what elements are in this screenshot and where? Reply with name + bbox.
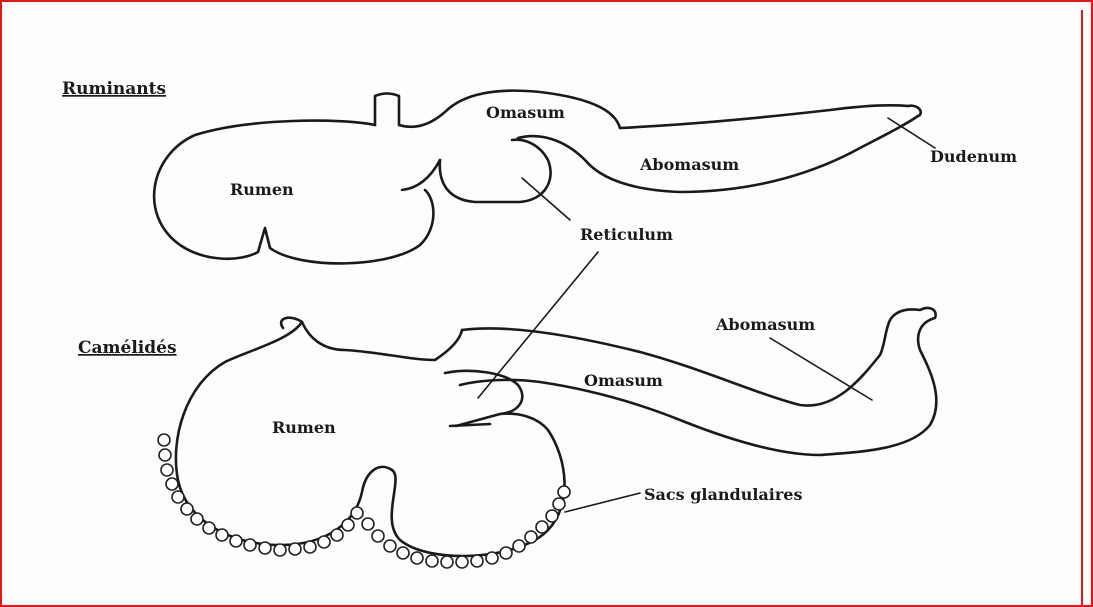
- camelid-glandular-sacs: [158, 434, 570, 568]
- glandular-sac: [471, 555, 483, 567]
- glandular-sac: [230, 535, 242, 547]
- glandular-sac: [203, 522, 215, 534]
- camelid-abomasum-pointer: [770, 338, 872, 400]
- glandular-sac: [172, 491, 184, 503]
- sacs-glandulaires-label: Sacs glandulaires: [644, 485, 802, 504]
- glandular-sac: [513, 540, 525, 552]
- camelides-heading: Camélidés: [78, 338, 177, 358]
- ruminant-rumen-label: Rumen: [230, 180, 294, 199]
- glandular-sac: [351, 507, 363, 519]
- ruminants-heading: Ruminants: [62, 79, 166, 99]
- camelid-reticulum-lip: [450, 424, 490, 426]
- glandular-sac: [274, 544, 286, 556]
- glandular-sac: [159, 449, 171, 461]
- camelid-rumen-label: Rumen: [272, 418, 336, 437]
- ruminant-rumen-fold: [402, 160, 440, 190]
- ruminant-rumen-outline: [154, 121, 433, 264]
- glandular-sac: [553, 498, 565, 510]
- glandular-sac: [158, 434, 170, 446]
- glandular-sac: [244, 539, 256, 551]
- glandular-sac: [372, 530, 384, 542]
- reticulum-label: Reticulum: [580, 225, 673, 244]
- glandular-sac: [411, 552, 423, 564]
- glandular-sac: [500, 547, 512, 559]
- ruminant-reticulum-outline: [440, 140, 551, 202]
- glandular-sac: [546, 510, 558, 522]
- ruminant-dudenum-label: Dudenum: [930, 147, 1017, 166]
- glandular-sac: [558, 486, 570, 498]
- ruminant-dudenum-pointer: [888, 118, 935, 148]
- glandular-sac: [525, 531, 537, 543]
- glandular-sac: [426, 555, 438, 567]
- glandular-sac: [318, 536, 330, 548]
- glandular-sac: [181, 503, 193, 515]
- glandular-sac: [289, 543, 301, 555]
- ruminant-abomasum-top: [620, 105, 908, 128]
- glandular-sac: [536, 521, 548, 533]
- glandular-sac: [441, 556, 453, 568]
- glandular-sac: [216, 529, 228, 541]
- ruminant-abomasum-label: Abomasum: [639, 155, 739, 174]
- ruminant-reticulum-pointer: [522, 178, 570, 220]
- ruminant-omasum-label: Omasum: [486, 103, 565, 122]
- camelid-abomasum-label: Abomasum: [715, 315, 815, 334]
- camelid-stomach: [158, 252, 936, 568]
- glandular-sac: [362, 518, 374, 530]
- glandular-sac: [486, 552, 498, 564]
- glandular-sac: [161, 464, 173, 476]
- glandular-sac: [259, 542, 271, 554]
- ruminant-duodenum-tip: [908, 106, 921, 116]
- glandular-sac: [166, 478, 178, 490]
- ruminant-esophagus: [375, 94, 399, 126]
- glandular-sac: [342, 519, 354, 531]
- camelid-reticulum-pointer: [478, 252, 598, 398]
- camelid-omasum-label: Omasum: [584, 371, 663, 390]
- glandular-sac: [397, 547, 409, 559]
- camelid-rumen-notch: [302, 322, 462, 360]
- camelid-omasum-upper: [460, 308, 936, 455]
- glandular-sac: [304, 541, 316, 553]
- ruminant-omasum-lower: [518, 116, 918, 192]
- glandular-sac: [331, 529, 343, 541]
- glandular-sac: [456, 556, 468, 568]
- camelid-sacs-pointer: [565, 493, 640, 512]
- glandular-sac: [384, 540, 396, 552]
- glandular-sac: [191, 513, 203, 525]
